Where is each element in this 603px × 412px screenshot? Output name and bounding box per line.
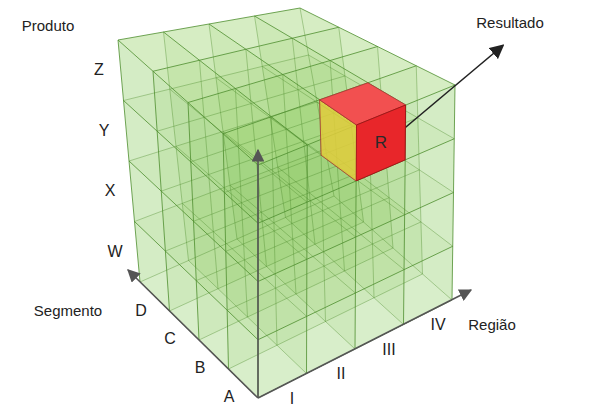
axis-tick: Z bbox=[94, 61, 104, 79]
axis-tick: III bbox=[382, 341, 395, 359]
axis-tick: IV bbox=[430, 316, 445, 334]
region-axis bbox=[258, 290, 471, 398]
axis-title: Produto bbox=[22, 18, 75, 35]
cell-label: R bbox=[356, 105, 406, 181]
cell-face-shape bbox=[356, 105, 406, 181]
segment-axis bbox=[128, 270, 258, 398]
product-axis bbox=[257, 150, 259, 398]
axis-title: Segmento bbox=[34, 303, 102, 320]
grid-line bbox=[118, 8, 300, 40]
grid-line bbox=[170, 222, 364, 311]
axis-tick: Y bbox=[99, 122, 110, 140]
axis-tick: W bbox=[107, 243, 122, 261]
axis-tick: II bbox=[337, 365, 346, 383]
cube-grid bbox=[118, 8, 455, 398]
result-cell: R bbox=[356, 105, 406, 181]
grid-line bbox=[129, 102, 317, 161]
grid-line bbox=[283, 75, 296, 295]
axis-title: Região bbox=[468, 317, 516, 334]
grid-line bbox=[135, 149, 326, 222]
grid-line bbox=[165, 173, 357, 251]
grid-line bbox=[300, 8, 455, 85]
axis-tick: B bbox=[195, 359, 206, 377]
axis-tick: C bbox=[164, 330, 176, 348]
axis-tick: X bbox=[105, 182, 116, 200]
grid-line bbox=[124, 55, 309, 101]
axis-tick: I bbox=[290, 390, 294, 408]
axis-tick: D bbox=[135, 302, 147, 320]
callout-label: Resultado bbox=[476, 15, 544, 32]
axis-tick: A bbox=[224, 388, 235, 406]
